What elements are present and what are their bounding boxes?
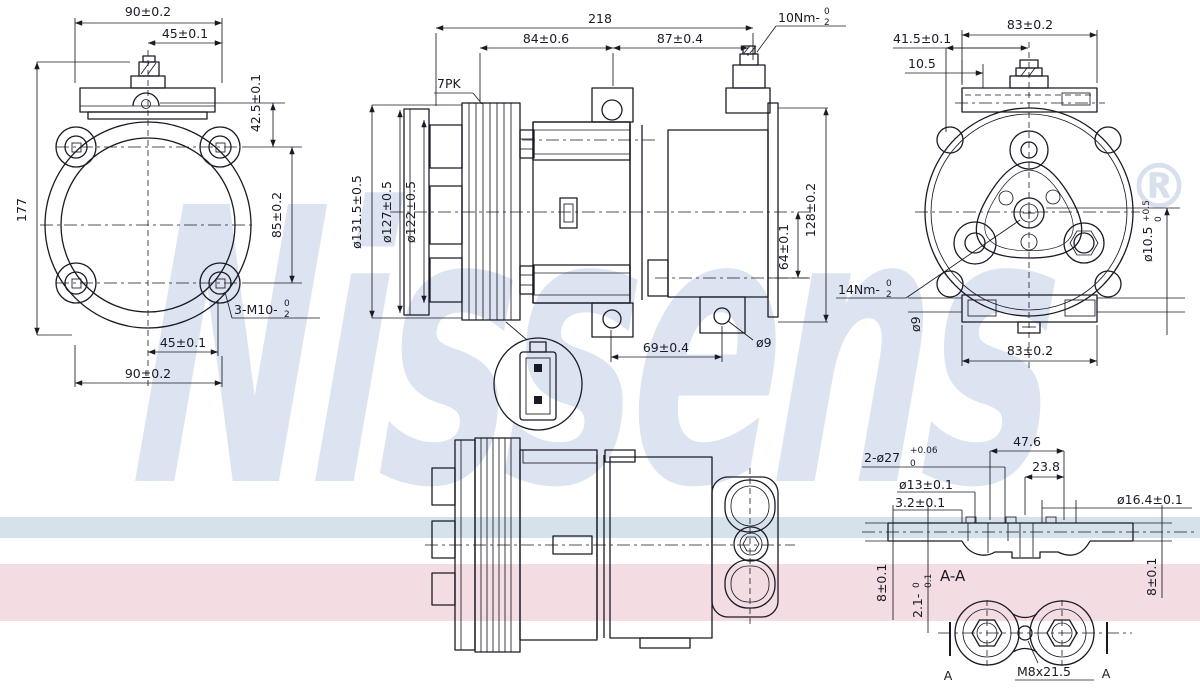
dim-side-belt: 7PK	[437, 76, 461, 91]
dim-side-dia-inner: ø122±0.5	[403, 181, 418, 243]
dim-rear-shaft-torque-sub: 2	[886, 290, 892, 300]
section-dimensions: 2-ø27 +0.06 0 47.6 23.8 ø13±0.1 3.2±0.1 …	[862, 434, 1192, 523]
dim-rear-width-top: 83±0.2	[1007, 17, 1053, 32]
dim-side-port-torque-sub: 2	[824, 18, 830, 28]
dim-section-boss: ø16.4±0.1	[1117, 492, 1183, 507]
dim-rear-shaft-torque-sup: 0	[886, 279, 892, 289]
dim-section-ports-sub: 0	[910, 459, 916, 469]
dim-front-offset: 42.5±0.1	[248, 74, 263, 132]
dim-side-port-torque-sup: 0	[824, 7, 830, 17]
front-dimensions: 90±0.2 45±0.1 177 42.5±0.1 85±0.2 3-M10-…	[14, 4, 320, 387]
side-view: 218 84±0.6 87±0.4 10Nm- 0 2 7PK ø131.5±0…	[349, 7, 846, 431]
dim-side-axis: 64±0.1	[776, 224, 791, 270]
dim-front-bolt-span: 85±0.2	[269, 192, 284, 238]
dim-rear-width-bottom: 83±0.2	[1007, 343, 1053, 358]
dim-side-length: 218	[588, 11, 612, 26]
front-view: 90±0.2 45±0.1 177 42.5±0.1 85±0.2 3-M10-…	[14, 4, 320, 387]
dim-side-port-torque: 10Nm-	[778, 10, 820, 25]
dim-side-dia-outer: ø131.5±0.5	[349, 175, 364, 249]
dim-rear-shaft-torque: 14Nm-	[838, 282, 880, 297]
decor-stripe-blue	[0, 517, 1200, 538]
dim-side-dia-mid: ø127±0.5	[379, 181, 394, 243]
dim-section-depth: 3.2±0.1	[895, 495, 945, 510]
section-title: A-A	[940, 567, 966, 585]
dim-section-ports-sup: +0.06	[910, 446, 938, 456]
rear-view: 83±0.2 41.5±0.1 10.5 14Nm- 0 2 ø9 ø10.5 …	[836, 17, 1185, 372]
dim-front-half-top: 45±0.1	[162, 26, 208, 41]
dim-rear-shaft-dia: ø10.5	[1140, 227, 1155, 262]
dim-rear-hole: ø9	[908, 316, 923, 332]
dim-section-thk-left: 8±0.1	[874, 564, 889, 602]
dim-side-lugs: 69±0.4	[643, 340, 689, 355]
dim-front-half-bottom: 45±0.1	[160, 335, 206, 350]
section-ports-view: A A M8x21.5	[938, 600, 1132, 683]
dim-section-step-sub: 0.1	[924, 574, 934, 588]
rear-dimensions: 83±0.2 41.5±0.1 10.5 14Nm- 0 2 ø9 ø10.5 …	[836, 17, 1185, 366]
dim-side-height: 128±0.2	[803, 183, 818, 237]
dim-front-thread: 3-M10-	[234, 302, 278, 317]
dim-section-step-sup: 0	[912, 582, 922, 588]
section-cut-a-left: A	[944, 668, 953, 683]
dim-front-thread-sup: 0	[284, 299, 290, 309]
dim-rear-step: 10.5	[908, 56, 936, 71]
side-dimensions: 218 84±0.6 87±0.4 10Nm- 0 2 7PK ø131.5±0…	[349, 7, 846, 362]
dim-front-height: 177	[14, 198, 29, 222]
dim-rear-shaft-dia-sub: 0	[1154, 216, 1164, 222]
dim-section-ports: 2-ø27	[864, 450, 900, 465]
dim-rear-ear-offset: 41.5±0.1	[893, 31, 951, 46]
dim-section-step: 2.1-	[910, 594, 925, 618]
dim-section-thread: M8x21.5	[1017, 664, 1071, 679]
dim-side-hole: ø9	[756, 335, 772, 350]
dim-section-bore: ø13±0.1	[899, 477, 953, 492]
dim-section-thk-right: 8±0.1	[1144, 558, 1159, 596]
dim-front-width-top: 90±0.2	[125, 4, 171, 19]
dim-rear-shaft-dia-sup: +0.5	[1142, 200, 1152, 222]
decor-stripe-pink	[0, 564, 1200, 621]
dim-section-half-width: 23.8	[1032, 459, 1060, 474]
bottom-view	[425, 437, 795, 653]
dim-front-thread-sub: 2	[284, 310, 290, 320]
dim-side-front-len: 84±0.6	[523, 31, 569, 46]
dim-front-width-bottom: 90±0.2	[125, 366, 171, 381]
dim-section-width: 47.6	[1013, 434, 1041, 449]
section-view: 2-ø27 +0.06 0 47.6 23.8 ø13±0.1 3.2±0.1 …	[862, 434, 1196, 683]
dim-side-rear-len: 87±0.4	[657, 31, 703, 46]
registered-trademark-icon: ®	[1128, 150, 1190, 223]
section-cut-a-right: A	[1102, 666, 1111, 681]
